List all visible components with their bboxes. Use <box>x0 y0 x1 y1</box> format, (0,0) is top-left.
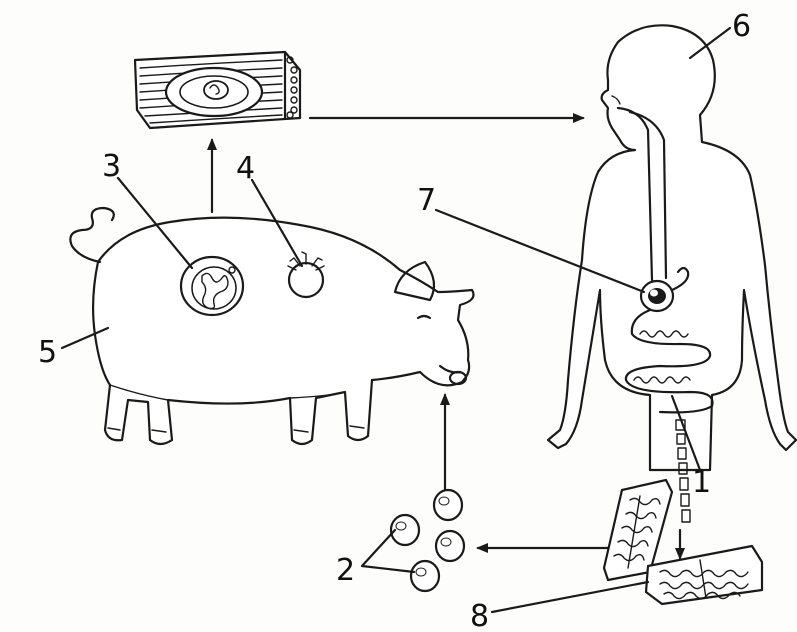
label-6: 6 <box>732 9 751 44</box>
label-2: 2 <box>336 553 355 588</box>
human-figure <box>548 25 796 522</box>
label-1: 1 <box>692 465 711 500</box>
label-3: 3 <box>102 149 121 184</box>
muscle-cyst-block <box>135 52 300 128</box>
label-4: 4 <box>236 151 255 186</box>
label-7: 7 <box>417 183 436 218</box>
label-8: 8 <box>470 599 489 632</box>
oncosphere-embryo <box>288 252 324 297</box>
pig <box>70 208 473 444</box>
eggs <box>391 490 464 591</box>
leader-line-8 <box>492 582 648 612</box>
label-5: 5 <box>38 335 57 370</box>
